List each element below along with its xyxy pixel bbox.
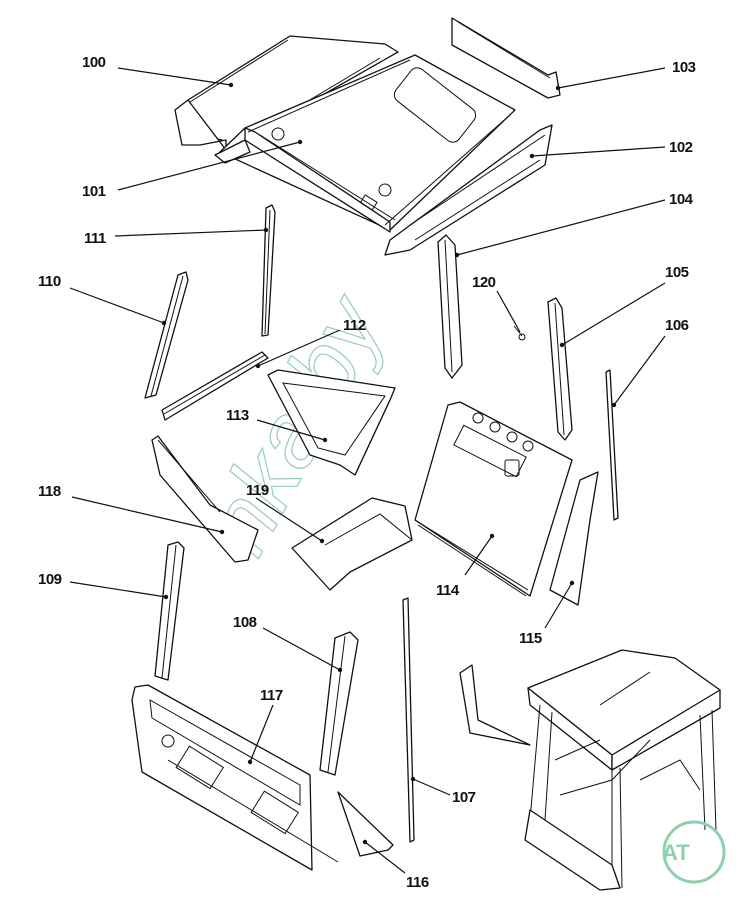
part-101 — [214, 54, 516, 233]
label-111: 111 — [84, 230, 106, 247]
part-105 — [547, 297, 573, 441]
label-113: 113 — [226, 407, 249, 424]
part-114 — [414, 401, 573, 597]
label-116: 116 — [406, 874, 429, 891]
part-111 — [261, 204, 276, 337]
label-102: 102 — [669, 139, 693, 156]
label-114: 114 — [436, 582, 460, 599]
label-104: 104 — [669, 191, 694, 208]
part-112 — [161, 351, 269, 421]
label-106: 106 — [665, 317, 689, 334]
part-102 — [384, 124, 553, 256]
leader-lines — [69, 67, 666, 874]
label-101: 101 — [82, 183, 106, 200]
atlas-badge-logo: AT — [662, 820, 726, 884]
label-100: 100 — [82, 54, 106, 71]
part-110 — [144, 271, 189, 399]
label-112: 112 — [343, 317, 366, 334]
assembled-cab-view — [524, 649, 721, 891]
part-107 — [402, 597, 415, 843]
label-107: 107 — [452, 789, 476, 806]
label-115: 115 — [519, 630, 542, 647]
part-120 — [513, 325, 526, 341]
part-103 — [451, 17, 561, 99]
part-115 — [549, 471, 599, 606]
label-105: 105 — [665, 264, 689, 281]
part-108 — [319, 631, 359, 776]
part-117 — [131, 684, 339, 871]
label-118: 118 — [38, 483, 61, 500]
label-109: 109 — [38, 571, 62, 588]
label-119: 119 — [246, 482, 269, 499]
part-106 — [605, 369, 619, 521]
part-113 — [267, 369, 396, 476]
part-119 — [291, 497, 413, 591]
badge-text: AT — [662, 840, 690, 865]
part-116 — [337, 791, 394, 857]
part-104 — [437, 234, 463, 379]
label-110: 110 — [38, 273, 61, 290]
part-118 — [151, 435, 259, 563]
part-labels: 100 101 102 103 104 105 106 107 108 109 … — [38, 54, 696, 891]
loose-trim-piece — [459, 664, 531, 746]
label-103: 103 — [672, 59, 696, 76]
label-120: 120 — [472, 274, 496, 291]
label-117: 117 — [260, 687, 283, 704]
part-109 — [154, 541, 185, 681]
label-108: 108 — [233, 614, 257, 631]
